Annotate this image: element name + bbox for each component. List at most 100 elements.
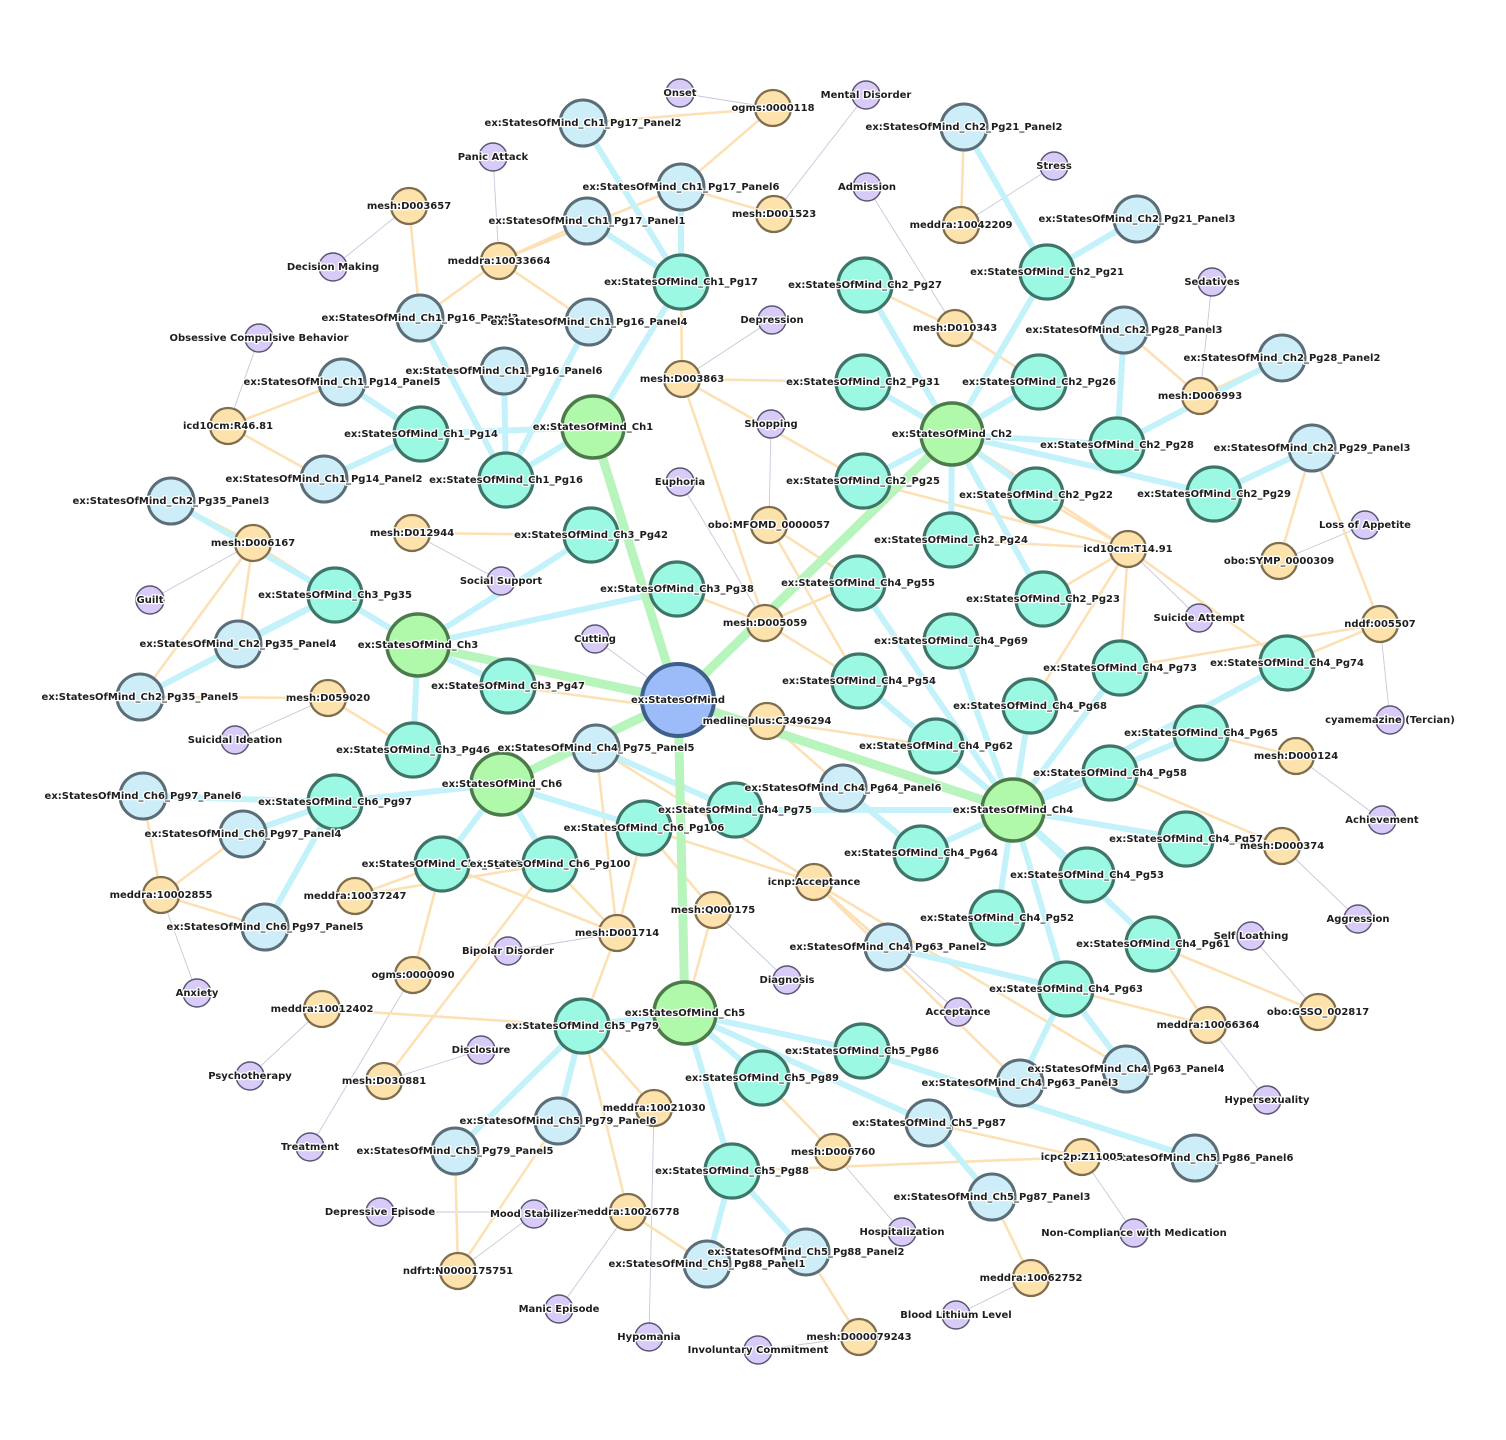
node-panel-ch5pg79p6[interactable] [533,1096,583,1146]
node-term-stress[interactable] [1039,151,1069,181]
node-concept-meddra26778[interactable] [608,1192,648,1232]
node-concept-ndfrt[interactable] [438,1251,478,1291]
node-page-ch3pg46[interactable] [384,721,442,779]
node-page-ch1pg14[interactable] [392,405,450,463]
node-term-onset[interactable] [665,78,695,108]
node-panel-ch2pg21p3[interactable] [1112,194,1162,244]
node-concept-meddra33664[interactable] [479,241,519,281]
node-term-panic[interactable] [478,142,508,172]
node-concept-mesh12944[interactable] [392,513,432,553]
node-page-ch4pg74[interactable] [1258,634,1316,692]
node-page-ch2pg23[interactable] [1014,570,1072,628]
node-term-diagnosis[interactable] [772,965,802,995]
node-concept-meddra42209[interactable] [941,205,981,245]
node-concept-mesh1714[interactable] [597,913,637,953]
node-concept-meddra37247[interactable] [335,876,375,916]
node-panel-ch1pg16p3[interactable] [395,293,445,343]
node-term-ocb[interactable] [244,323,274,353]
node-term-moodstab[interactable] [519,1199,549,1229]
node-page-ch4pg55[interactable] [829,554,887,612]
node-root-root[interactable] [640,662,716,738]
node-page-ch4pg69[interactable] [922,612,980,670]
node-page-ch2pg22[interactable] [1007,466,1065,524]
node-panel-ch4pg64p6[interactable] [818,763,868,813]
node-concept-mesh30881[interactable] [364,1061,404,1101]
node-concept-ogms90[interactable] [393,955,433,995]
node-chapter-ch4[interactable] [980,777,1046,843]
node-page-ch3pg35[interactable] [306,566,364,624]
node-panel-ch5pg88p1[interactable] [682,1239,732,1289]
node-panel-ch2pg35p4[interactable] [213,619,263,669]
node-term-disclosure[interactable] [466,1035,496,1065]
node-page-ch5pg88[interactable] [703,1142,761,1200]
node-concept-medline[interactable] [747,701,787,741]
node-panel-ch2pg29p3[interactable] [1287,423,1337,473]
node-page-ch4pg61[interactable] [1124,915,1182,973]
node-page-ch2pg25[interactable] [834,452,892,510]
node-panel-ch1pg16p6[interactable] [479,346,529,396]
node-chapter-ch5[interactable] [652,980,718,1046]
node-page-ch4pg53[interactable] [1058,846,1116,904]
node-concept-mesh6167[interactable] [233,523,273,563]
node-concept-symp309[interactable] [1259,541,1299,581]
node-page-ch4pg68[interactable] [1001,677,1059,735]
node-panel-ch2pg35p3[interactable] [146,476,196,526]
node-panel-ch1pg14p2[interactable] [299,454,349,504]
node-panel-ch1pg16p4[interactable] [564,297,614,347]
node-term-cyamemazine[interactable] [1375,705,1405,735]
node-concept-icnp[interactable] [794,862,834,902]
node-page-ch2pg28[interactable] [1088,416,1146,474]
node-term-admission[interactable] [852,172,882,202]
node-page-ch1pg17[interactable] [652,253,710,311]
node-term-depression[interactable] [757,305,787,335]
node-term-ideation[interactable] [220,725,250,755]
node-term-bipolar[interactable] [493,936,523,966]
node-page-ch2pg29[interactable] [1185,465,1243,523]
node-term-achievement[interactable] [1367,805,1397,835]
node-term-aggression[interactable] [1343,904,1373,934]
node-panel-ch2pg28p3[interactable] [1099,305,1149,355]
node-term-hypomania[interactable] [634,1322,664,1352]
node-page-ch4pg63[interactable] [1037,960,1095,1018]
node-term-hospital[interactable] [887,1217,917,1247]
node-concept-meddra62752[interactable] [1011,1258,1051,1298]
node-concept-mesh10343[interactable] [935,308,975,348]
node-concept-gsso[interactable] [1298,992,1338,1032]
node-page-ch4pg73[interactable] [1091,639,1149,697]
node-term-cutting[interactable] [580,624,610,654]
node-panel-ch5pg87p3[interactable] [967,1172,1017,1222]
node-page-ch4pg54[interactable] [830,652,888,710]
node-term-involuntary[interactable] [743,1335,773,1365]
node-page-ch2pg26[interactable] [1010,353,1068,411]
node-term-depepisode[interactable] [365,1197,395,1227]
node-panel-ch2pg28p2[interactable] [1257,333,1307,383]
node-page-ch2pg27[interactable] [836,256,894,314]
node-concept-nddf5507[interactable] [1360,604,1400,644]
node-panel-ch5pg88p2[interactable] [781,1227,831,1277]
node-page-ch4pg64[interactable] [892,824,950,882]
node-panel-ch1pg17p2[interactable] [558,98,608,148]
node-term-euphoria[interactable] [665,467,695,497]
node-page-ch5pg79[interactable] [553,997,611,1055]
node-concept-meddra2855[interactable] [141,875,181,915]
node-page-ch3pg42[interactable] [562,506,620,564]
node-concept-icpc[interactable] [1062,1137,1102,1177]
node-term-decision[interactable] [318,252,348,282]
node-page-ch4pg62[interactable] [907,717,965,775]
node-term-hypersex[interactable] [1252,1085,1282,1115]
node-term-anxiety[interactable] [182,978,212,1008]
node-panel-ch6pg97p6[interactable] [118,771,168,821]
node-concept-mesh374[interactable] [1262,826,1302,866]
node-page-ch4pg52[interactable] [968,889,1026,947]
node-concept-ogms118[interactable] [753,88,793,128]
node-chapter-ch3[interactable] [385,612,451,678]
node-concept-meddra66364[interactable] [1188,1005,1228,1045]
node-page-ch6pg106[interactable] [615,799,673,857]
node-term-suicideatt[interactable] [1184,603,1214,633]
node-page-ch6pg102[interactable] [413,835,471,893]
node-term-sedatives[interactable] [1197,267,1227,297]
node-panel-ch1pg14p5[interactable] [317,357,367,407]
node-panel-ch2pg21p2[interactable] [939,102,989,152]
node-concept-icdT14[interactable] [1108,529,1148,569]
node-panel-ch6pg97p4[interactable] [218,809,268,859]
